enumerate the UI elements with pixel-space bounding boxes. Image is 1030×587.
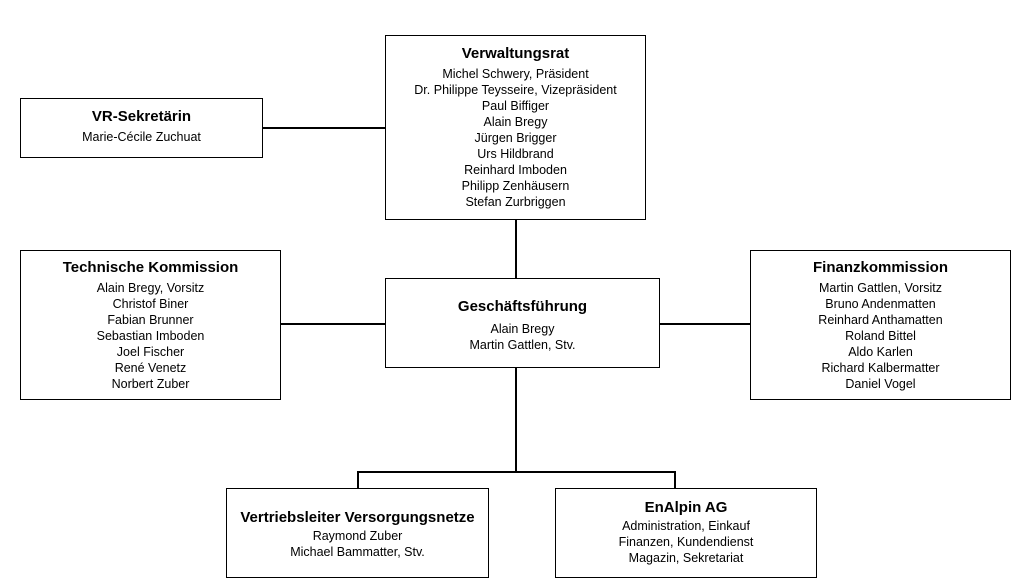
verwaltungsrat-member: Paul Biffiger [481, 99, 550, 113]
verwaltungsrat-member: Dr. Philippe Teysseire, Vizepräsident [414, 83, 617, 97]
vertriebsleiter-title: Vertriebsleiter Versorgungsnetze [240, 509, 475, 526]
technische-kommission-box: Technische Kommission Alain Bregy, Vorsi… [20, 250, 281, 400]
finanzkommission-member: Reinhard Anthamatten [818, 313, 943, 327]
enalpin-item: Administration, Einkauf [622, 519, 750, 533]
enalpin-item: Finanzen, Kundendienst [618, 535, 754, 549]
connector-tk-gf [280, 323, 386, 325]
verwaltungsrat-member: Philipp Zenhäusern [461, 179, 570, 193]
connector-vr-sekretaerin [262, 127, 386, 129]
geschaeftsfuehrung-box: Geschäftsführung Alain Bregy Martin Gatt… [385, 278, 660, 368]
verwaltungsrat-member: Reinhard Imboden [464, 163, 567, 177]
connector-gf-down [515, 368, 517, 472]
technische-kommission-member: Christof Biner [112, 297, 189, 311]
enalpin-item: Magazin, Sekretariat [628, 551, 744, 565]
geschaeftsfuehrung-member: Alain Bregy [490, 322, 555, 336]
vertriebsleiter-box: Vertriebsleiter Versorgungsnetze Raymond… [226, 488, 489, 578]
connector-gf-fk [659, 323, 751, 325]
vertriebsleiter-member: Michael Bammatter, Stv. [290, 545, 425, 559]
technische-kommission-member: Sebastian Imboden [96, 329, 205, 343]
finanzkommission-member: Richard Kalbermatter [821, 361, 940, 375]
connector-vr-gf [515, 220, 517, 278]
vertriebsleiter-member: Raymond Zuber [312, 529, 403, 543]
verwaltungsrat-member: Stefan Zurbriggen [465, 195, 566, 209]
technische-kommission-member: Fabian Brunner [107, 313, 194, 327]
verwaltungsrat-member: Jürgen Brigger [474, 131, 557, 145]
finanzkommission-member: Roland Bittel [845, 329, 916, 343]
finanzkommission-title: Finanzkommission [812, 259, 949, 276]
technische-kommission-member: René Venetz [114, 361, 187, 375]
verwaltungsrat-box: Verwaltungsrat Michel Schwery, Präsident… [385, 35, 646, 220]
connector-to-enalpin [674, 471, 676, 488]
finanzkommission-member: Daniel Vogel [845, 377, 916, 391]
geschaeftsfuehrung-title: Geschäftsführung [457, 298, 588, 315]
geschaeftsfuehrung-member: Martin Gattlen, Stv. [469, 338, 576, 352]
vr-sekretaerin-member: Marie-Cécile Zuchuat [82, 130, 201, 144]
verwaltungsrat-title: Verwaltungsrat [461, 45, 570, 62]
vr-sekretaerin-title: VR-Sekretärin [91, 108, 192, 125]
verwaltungsrat-member: Michel Schwery, Präsident [442, 67, 589, 81]
finanzkommission-box: Finanzkommission Martin Gattlen, Vorsitz… [750, 250, 1011, 400]
connector-to-vertrieb [357, 471, 359, 488]
finanzkommission-member: Bruno Andenmatten [825, 297, 936, 311]
technische-kommission-member: Norbert Zuber [111, 377, 190, 391]
technische-kommission-member: Alain Bregy, Vorsitz [96, 281, 205, 295]
technische-kommission-member: Joel Fischer [116, 345, 185, 359]
vr-sekretaerin-box: VR-Sekretärin Marie-Cécile Zuchuat [20, 98, 263, 158]
connector-branch [357, 471, 675, 473]
enalpin-title: EnAlpin AG [644, 499, 728, 516]
technische-kommission-title: Technische Kommission [62, 259, 239, 276]
enalpin-box: EnAlpin AG Administration, Einkauf Finan… [555, 488, 817, 578]
finanzkommission-member: Martin Gattlen, Vorsitz [819, 281, 942, 295]
verwaltungsrat-member: Urs Hildbrand [477, 147, 554, 161]
verwaltungsrat-member: Alain Bregy [483, 115, 548, 129]
finanzkommission-member: Aldo Karlen [848, 345, 913, 359]
